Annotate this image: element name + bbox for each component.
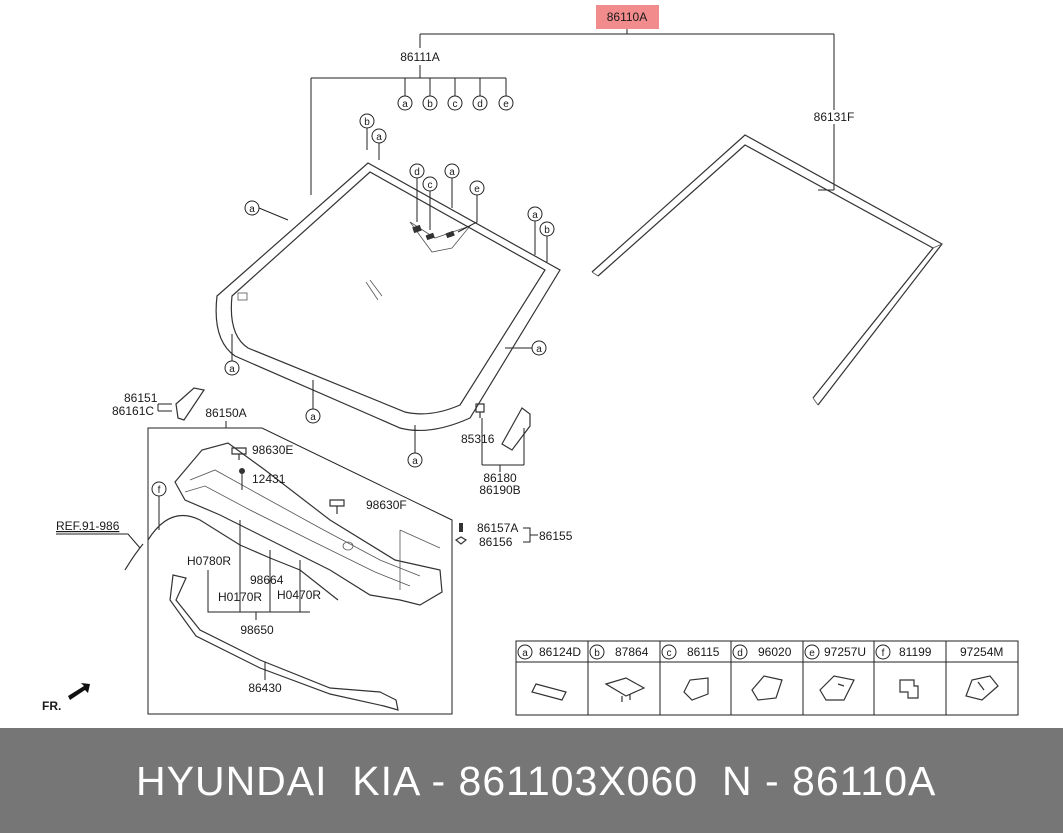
footer-part-number: HYUNDAI KIA - 861103X060 [136,758,699,804]
callout-a: a [402,99,408,110]
legend-icon-b [604,677,646,702]
callout-f: f [158,485,161,496]
screw-label[interactable]: 12431 [252,472,286,486]
header-part-highlight [596,5,659,29]
callout-row: a b c d e [397,95,514,111]
legend-icon-g [965,675,999,701]
cover1-label[interactable]: 86180 [483,471,517,485]
callout-e: e [503,99,509,110]
svg-text:d: d [414,167,420,178]
svg-text:c: c [428,180,433,191]
callout-b: b [427,99,433,110]
hose3-label[interactable]: H0470R [277,588,321,602]
svg-text:b: b [544,225,550,236]
legend-icon-f [899,679,919,699]
legend-icon-d [751,675,783,701]
hose2-label[interactable]: H0170R [218,590,262,604]
svg-text:f: f [882,648,885,659]
legend-icon-a [531,683,567,701]
svg-text:b: b [594,648,600,659]
legend-part-c: 86115 [687,645,720,659]
cowl-sub-label[interactable]: 86151 [124,391,158,405]
svg-text:a: a [310,412,316,423]
footer-code: N - 86110A [722,758,937,804]
legend-part-e: 97257U [824,645,866,659]
weatherstrip-label[interactable]: 86430 [248,681,282,695]
legend-icon-e [819,675,855,701]
cowl-panel-part [174,442,443,606]
windshield-glass [215,162,561,432]
windshield-moulding [591,134,943,406]
callout-c: c [453,99,458,110]
svg-text:e: e [474,184,480,195]
legend-part-f: 81199 [899,645,932,659]
seal-label[interactable]: 85316 [461,432,495,446]
svg-text:a: a [536,344,542,355]
nozzle-f-label[interactable]: 98630F [366,498,407,512]
assembly-label[interactable]: 86111A [400,50,440,64]
hose-assy-label[interactable]: 98650 [240,623,274,637]
legend-icon-c [683,677,709,701]
legend-part-b: 87864 [615,645,649,659]
svg-text:d: d [737,648,743,659]
cover2-label[interactable]: 86190B [479,483,520,497]
front-label: FR. [42,699,61,713]
callout-d: d [477,99,483,110]
legend-part-a: 86124D [539,645,581,659]
hose1-label[interactable]: H0780R [187,554,231,568]
cowl-sub2-label[interactable]: 86161C [112,404,154,418]
connector-label[interactable]: 98664 [250,573,284,587]
glass-callouts: b a d c a e a a b a a a a [224,113,555,468]
svg-text:a: a [449,167,455,178]
moulding-label[interactable]: 86131F [814,110,855,124]
legend-part-d: 96020 [758,645,792,659]
svg-text:c: c [667,648,672,659]
svg-text:b: b [364,117,370,128]
clip-b-label[interactable]: 86156 [479,535,513,549]
ref-label[interactable]: REF.91-986 [56,519,120,533]
legend-part-g: 97254M [960,645,1003,659]
parts-diagram: 86110A 86111A a b c d e 86131F b a d c a… [42,5,1019,716]
header-part-label[interactable]: 86110A [607,10,647,24]
svg-text:a: a [522,648,528,659]
svg-text:a: a [412,456,418,467]
svg-text:a: a [376,132,382,143]
footer-bar: HYUNDAI KIA - 861103X060 N - 86110A [0,728,1063,833]
clip-group-label[interactable]: 86155 [539,529,573,543]
svg-text:a: a [229,364,235,375]
cowl-panel-label[interactable]: 86150A [205,406,246,420]
nozzle-e-label[interactable]: 98630E [252,443,293,457]
svg-text:a: a [249,204,255,215]
clip-a-label[interactable]: 86157A [477,521,518,535]
legend-table: a 86124D b 87864 c 86115 d 96020 e 97257… [515,640,1019,716]
svg-text:e: e [809,648,815,659]
front-arrow-icon [68,683,90,700]
svg-text:a: a [532,210,538,221]
